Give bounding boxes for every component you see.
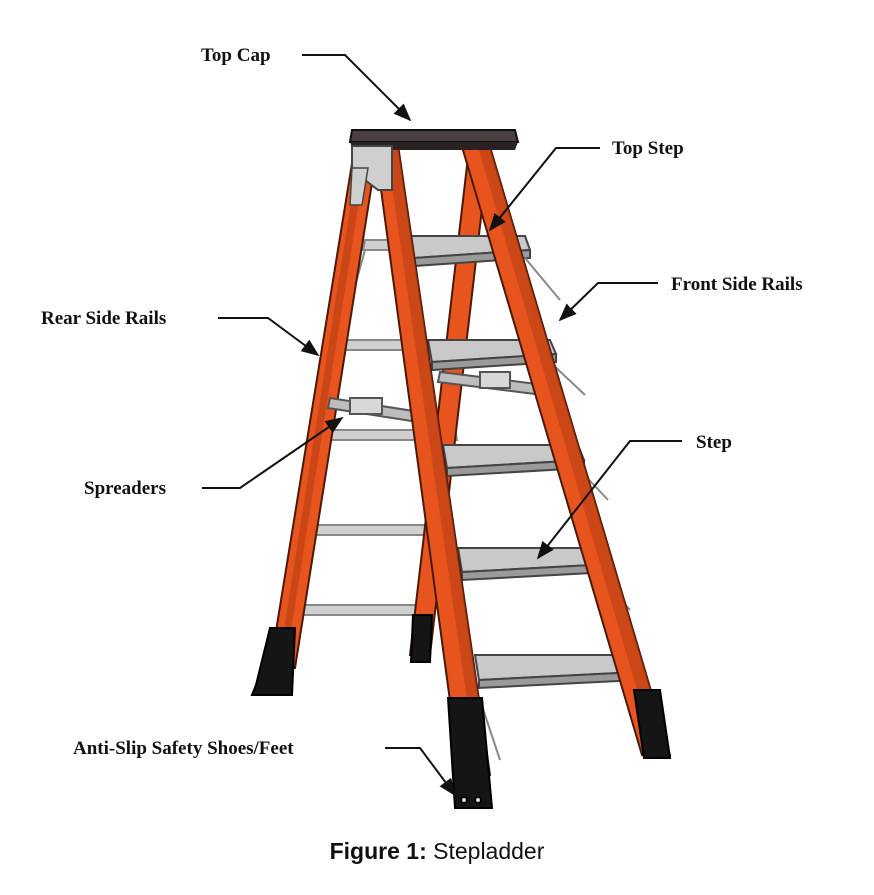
rear-shoes [250,614,434,696]
caption-text: Stepladder [433,838,545,864]
callout-lines [202,54,682,797]
front-side-rails [373,139,672,776]
callout-front-side-rails [558,282,658,322]
callout-step [536,440,682,560]
ladder-illustration [250,129,672,809]
label-step: Step [696,432,732,453]
front-steps [408,235,640,690]
label-top-cap: Top Cap [201,45,271,66]
caption-prefix: Figure 1: [329,838,427,864]
callout-labels: Top Cap Top Step Front Side Rails Rear S… [41,45,803,759]
label-top-step: Top Step [612,138,684,159]
callout-top-step [488,147,600,232]
top-cap [348,129,520,206]
callout-top-cap [302,54,412,122]
callout-spreaders [202,416,344,489]
label-rear-side-rails: Rear Side Rails [41,308,166,329]
callout-shoes [385,747,457,797]
label-front-side-rails: Front Side Rails [671,274,803,295]
front-shoes [446,689,672,809]
figure-caption: Figure 1: Stepladder [0,838,874,865]
callout-rear-side-rails [218,317,320,357]
label-shoes: Anti-Slip Safety Shoes/Feet [73,738,294,759]
label-spreaders: Spreaders [84,478,166,499]
